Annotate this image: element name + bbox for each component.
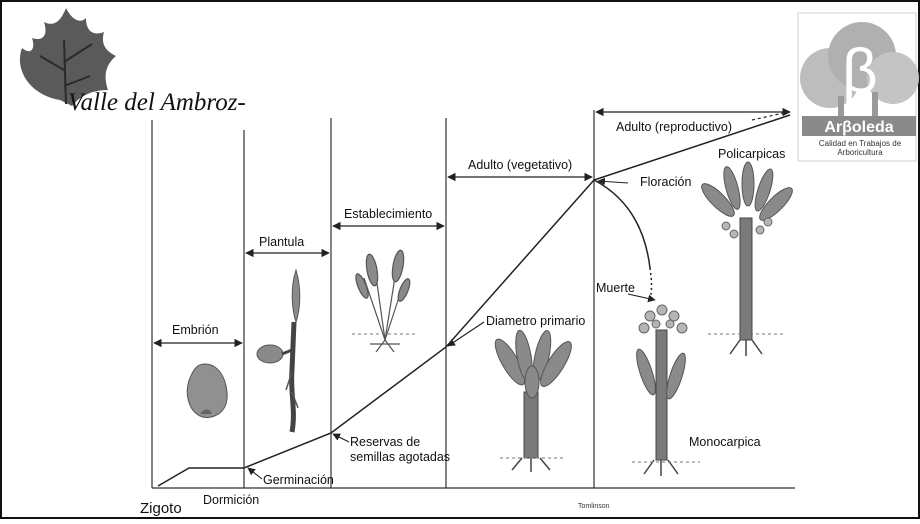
- monocarpic-decline-curve: [594, 180, 650, 268]
- stage-label-embrion: Embrión: [172, 323, 219, 337]
- logo-tagline-2: Arboricultura: [837, 148, 883, 157]
- label-germinacion: Germinación: [263, 473, 334, 487]
- floracion-pointer: [598, 181, 628, 183]
- stage-label-adulto-reproductivo: Adulto (reproductivo): [616, 120, 732, 134]
- logo-tagline-1: Calidad en Trabajos de: [819, 139, 902, 148]
- germinacion-pointer: [248, 468, 262, 479]
- label-dormicion: Dormición: [203, 493, 259, 507]
- label-reservas-1: Reservas de: [350, 435, 420, 449]
- label-zigoto: Zigoto: [140, 500, 182, 517]
- polycarpic-palm-illustration: [697, 162, 796, 356]
- establishment-plant-illustration: [353, 249, 412, 352]
- monocarpic-decline-dashed: [650, 268, 652, 302]
- seed-embryo-illustration: [187, 364, 227, 418]
- label-floracion: Floración: [640, 175, 691, 189]
- label-policarpicas: Policarpicas: [718, 147, 785, 161]
- logo-name: Arβoleda: [824, 119, 893, 136]
- stage-label-establecimiento: Establecimiento: [344, 207, 432, 221]
- seedling-illustration: [257, 270, 300, 432]
- label-credit: Tomlinson: [578, 503, 610, 510]
- monocarpic-palm-illustration: [633, 305, 689, 476]
- reservas-pointer: [333, 434, 349, 442]
- label-monocarpica: Monocarpica: [689, 435, 761, 449]
- label-muerte: Muerte: [596, 281, 635, 295]
- logo-symbol: β: [842, 37, 878, 106]
- young-palm-illustration: [490, 329, 576, 472]
- stage-label-plantula: Plantula: [259, 235, 304, 249]
- growth-curve-continuation: [752, 112, 788, 120]
- stage-label-adulto-vegetativo: Adulto (vegetativo): [468, 158, 572, 172]
- diametro-pointer: [448, 322, 484, 346]
- brand-name: Valle del Ambroz-: [68, 89, 246, 116]
- label-diametro: Diametro primario: [486, 314, 585, 328]
- label-reservas-2: semillas agotadas: [350, 450, 450, 464]
